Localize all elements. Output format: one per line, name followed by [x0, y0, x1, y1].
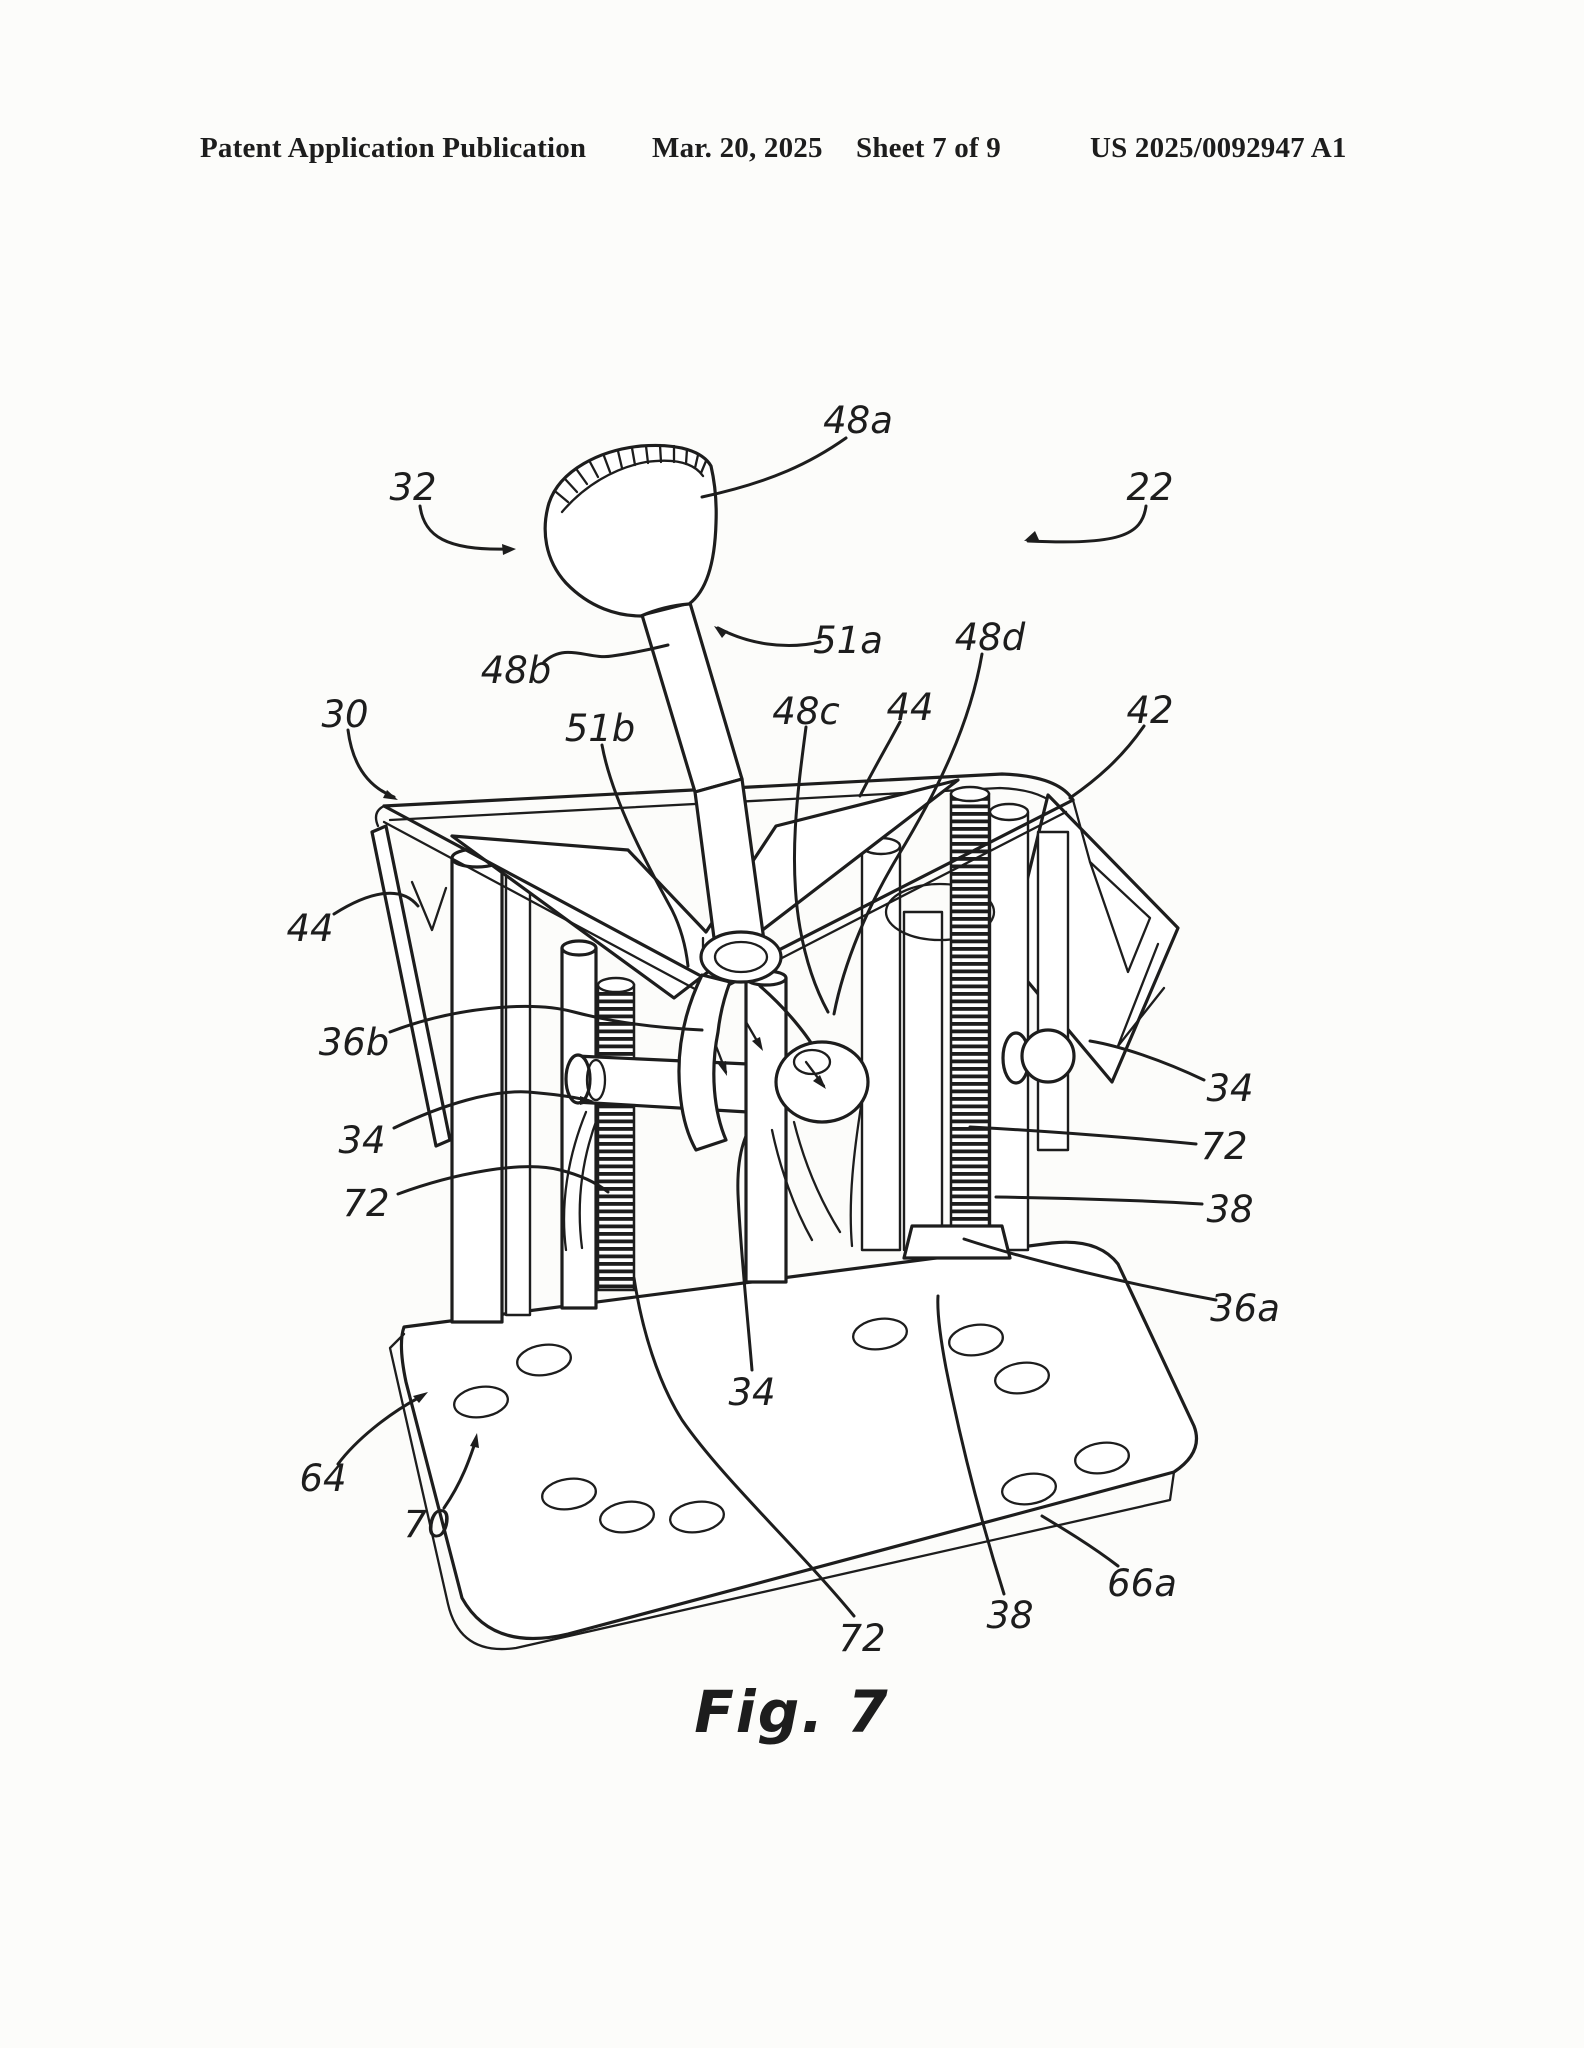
leader-34-right — [1088, 1039, 1206, 1082]
leader-42 — [1068, 724, 1146, 800]
base-plate — [388, 1240, 1199, 1651]
leader-51a — [716, 626, 822, 648]
arrowhead-51a — [714, 626, 728, 638]
ref-label-44-top: 44 — [886, 686, 933, 729]
ref-label-34-bottom: 34 — [728, 1371, 775, 1414]
ref-label-51b: 51b — [565, 707, 636, 750]
shifter-knob — [543, 443, 718, 618]
ref-label-48b: 48b — [481, 649, 552, 692]
arrowhead-32 — [502, 544, 516, 555]
ref-label-22: 22 — [1126, 466, 1173, 509]
leader-30 — [346, 728, 396, 799]
leader-64 — [336, 1395, 422, 1466]
header-sheet-count: Sheet 7 of 9 — [856, 132, 1001, 164]
ref-label-72-right: 72 — [1200, 1125, 1247, 1168]
arrowhead-64 — [413, 1392, 428, 1403]
leader-44-top — [858, 720, 902, 798]
motion-arrows — [714, 1020, 826, 1089]
cables — [562, 1098, 864, 1252]
page-header: Patent Application Publication Mar. 20, … — [0, 132, 1584, 172]
ref-label-66a: 66a — [1107, 1562, 1177, 1605]
funnel-opening — [884, 882, 996, 942]
lead-screw-right — [902, 785, 1012, 1260]
leader-34-left — [392, 1090, 588, 1130]
header-date: Mar. 20, 2025 — [652, 132, 823, 164]
ref-label-36a: 36a — [1210, 1287, 1280, 1330]
leader-22 — [1026, 504, 1148, 544]
arrowhead-22 — [1024, 531, 1039, 541]
front-posts — [450, 847, 598, 1324]
ref-label-36b: 36b — [319, 1021, 390, 1064]
leader-36b — [388, 1005, 704, 1034]
ref-label-48a: 48a — [823, 399, 893, 442]
ref-label-51a: 51a — [813, 619, 883, 662]
leader-48d — [832, 652, 984, 1016]
leader-72-right — [968, 1125, 1198, 1146]
arrowhead-70 — [470, 1433, 479, 1448]
ref-label-42: 42 — [1126, 689, 1173, 732]
header-publication-title: Patent Application Publication — [200, 132, 587, 164]
leader-72-left — [396, 1165, 610, 1196]
leader-48b — [542, 643, 670, 664]
ref-label-38-bottom: 38 — [986, 1594, 1033, 1637]
arrowhead-34-left — [580, 1096, 594, 1105]
leader-72-bottom — [632, 1276, 856, 1618]
ref-label-30: 30 — [321, 693, 368, 736]
leader-44-left — [332, 891, 420, 916]
ref-label-70: 70 — [403, 1503, 450, 1546]
lead-screw-left — [596, 976, 636, 1292]
ref-label-44-left: 44 — [286, 907, 333, 950]
ref-label-72-left: 72 — [342, 1182, 389, 1225]
ref-label-34-right: 34 — [1206, 1067, 1253, 1110]
leader-38-right — [994, 1195, 1204, 1206]
leader-48a — [700, 436, 848, 499]
ref-label-32: 32 — [389, 466, 436, 509]
arrowhead-30 — [383, 790, 398, 800]
ref-label-48c: 48c — [772, 690, 839, 733]
ref-label-34-left: 34 — [338, 1119, 385, 1162]
ref-label-38-right: 38 — [1206, 1188, 1253, 1231]
leader-66a — [1040, 1514, 1120, 1568]
ref-label-64: 64 — [299, 1457, 346, 1500]
leader-48c — [792, 725, 830, 1014]
leader-36a — [962, 1237, 1218, 1302]
reference-labels: 48a 32 22 51a 48d 48b 30 51b 48c 44 42 44 36b 34 34 72 7… — [286, 399, 1279, 1660]
leader-38-bottom — [936, 1294, 1006, 1596]
leader-lines — [332, 436, 1218, 1618]
leader-51b — [600, 743, 690, 968]
ball-stud-right — [1001, 1028, 1076, 1085]
plate-holes — [453, 1317, 1130, 1534]
ref-label-48d: 48d — [955, 616, 1026, 659]
header-patent-number: US 2025/0092947 A1 — [1090, 132, 1347, 164]
leader-34-bottom — [736, 1134, 754, 1372]
ref-label-72-bottom: 72 — [838, 1617, 885, 1660]
figure-caption: Fig. 7 — [694, 1678, 890, 1746]
center-post — [744, 969, 788, 1284]
knob-hatching — [554, 443, 708, 504]
leader-32 — [418, 504, 512, 551]
